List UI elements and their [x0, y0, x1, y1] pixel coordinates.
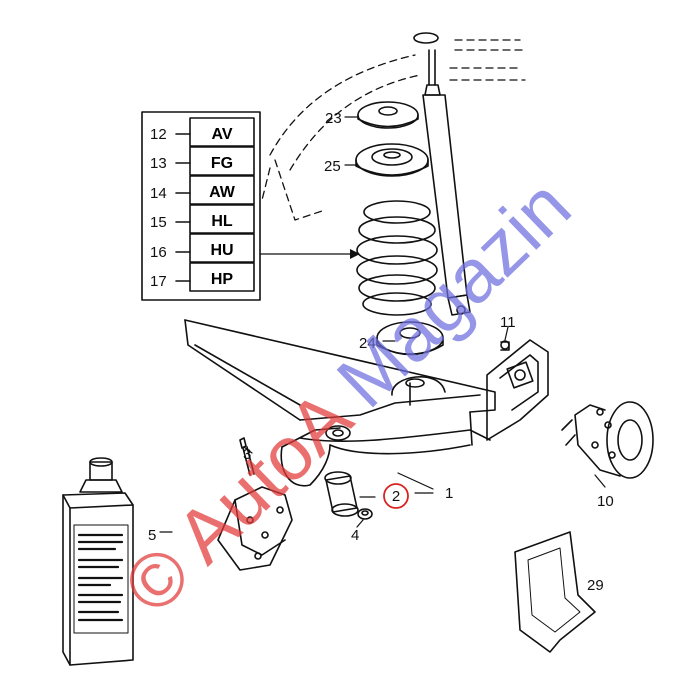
callout-24: 24 — [359, 335, 376, 352]
callout-23: 23 — [325, 110, 342, 127]
mounting-bracket — [217, 486, 293, 571]
callout-5: 5 — [148, 527, 156, 544]
legend-num-16: 16 — [150, 244, 167, 261]
wheel-hub-10 — [561, 401, 654, 479]
shock-absorber — [413, 32, 471, 316]
leader-lines — [159, 116, 606, 533]
callout-2: 2 — [392, 488, 400, 505]
fluid-bottle-5 — [62, 457, 134, 666]
coil-spring — [356, 200, 438, 316]
legend-code-hl: HL — [211, 213, 233, 230]
bushing-2 — [324, 471, 359, 517]
legend-code-av: AV — [211, 126, 232, 143]
rear-axle-beam — [184, 319, 496, 487]
callout-10: 10 — [597, 493, 614, 510]
legend-num-12: 12 — [150, 126, 167, 143]
body-outline-dashed — [261, 39, 526, 221]
spring-seat-24 — [376, 321, 444, 356]
callouts: 1 2 3 4 5 10 11 23 24 25 29 — [148, 110, 614, 594]
legend-num-15: 15 — [150, 214, 167, 231]
callout-29: 29 — [587, 577, 604, 594]
bolt-3 — [239, 437, 255, 476]
callout-3: 3 — [243, 446, 251, 463]
legend-rows: 12 AV 13 FG 14 AW 15 HL 16 HU 17 HP — [150, 126, 236, 290]
callout-11: 11 — [500, 314, 516, 331]
trailing-arm-bracket — [486, 339, 549, 441]
spring-seat-25 — [355, 143, 429, 177]
legend-code-hu: HU — [210, 242, 233, 259]
callout-25: 25 — [324, 158, 341, 175]
legend-arrow-head — [350, 249, 360, 259]
legend-num-13: 13 — [150, 155, 167, 172]
legend-num-17: 17 — [150, 273, 167, 290]
legend-code-fg: FG — [211, 155, 233, 172]
legend-code-hp: HP — [211, 271, 234, 288]
callout-4: 4 — [351, 527, 359, 544]
watermark-red-part: © AutoA — [108, 374, 369, 630]
highlight-ring — [383, 483, 409, 509]
legend-code-aw: AW — [209, 184, 236, 201]
callout-1: 1 — [445, 485, 453, 502]
legend-num-14: 14 — [150, 185, 167, 202]
nut-4 — [357, 508, 373, 520]
heat-shield-29 — [514, 531, 596, 653]
washer-23 — [357, 101, 419, 129]
legend-box — [141, 111, 261, 301]
